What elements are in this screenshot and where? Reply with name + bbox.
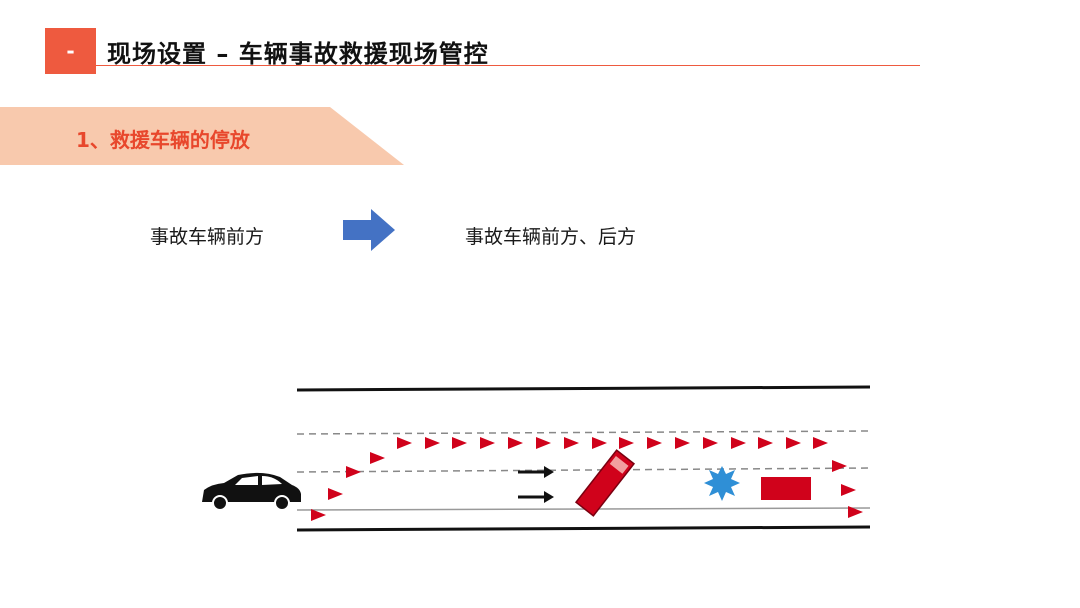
traffic-cone	[452, 437, 467, 449]
road-edge-top	[296, 385, 871, 392]
traffic-direction-arrowhead	[544, 466, 554, 478]
crashed-vehicle	[574, 449, 636, 517]
traffic-cone	[758, 437, 773, 449]
traffic-cone	[508, 437, 523, 449]
traffic-cone	[536, 437, 551, 449]
traffic-cone	[731, 437, 746, 449]
traffic-cone	[848, 506, 863, 518]
traffic-cone	[647, 437, 662, 449]
page-title: 现场设置 – 车辆事故救援现场管控	[107, 40, 489, 68]
traffic-cone	[841, 484, 856, 496]
traffic-cone	[703, 437, 718, 449]
traffic-cone	[813, 437, 828, 449]
traffic-cone	[425, 437, 440, 449]
flow-before-text: 事故车辆前方	[150, 226, 265, 248]
car-icon	[202, 472, 301, 511]
traffic-cone	[397, 437, 412, 449]
collision-star-icon	[704, 466, 740, 501]
traffic-cone	[370, 452, 385, 464]
traffic-cone	[311, 509, 326, 521]
flow-after-text: 事故车辆前方、后方	[465, 226, 637, 248]
road-edge-bottom	[296, 525, 871, 532]
traffic-cone	[592, 437, 607, 449]
traffic-cone	[786, 437, 801, 449]
section-banner	[0, 107, 404, 165]
traffic-cone	[564, 437, 579, 449]
lane-line-1	[296, 430, 871, 435]
traffic-cone	[480, 437, 495, 449]
title-divider	[96, 65, 920, 66]
right-arrow-icon	[343, 209, 395, 251]
traffic-cone	[346, 466, 361, 478]
lane-line-2	[296, 467, 871, 473]
section-badge: -	[45, 28, 96, 74]
rescue-vehicle	[761, 477, 811, 500]
traffic-cone	[619, 437, 634, 449]
section-heading: 1、救援车辆的停放	[76, 128, 250, 152]
traffic-direction-arrowhead	[544, 491, 554, 503]
traffic-cone	[832, 460, 847, 472]
traffic-cone	[328, 488, 343, 500]
traffic-cone	[675, 437, 690, 449]
